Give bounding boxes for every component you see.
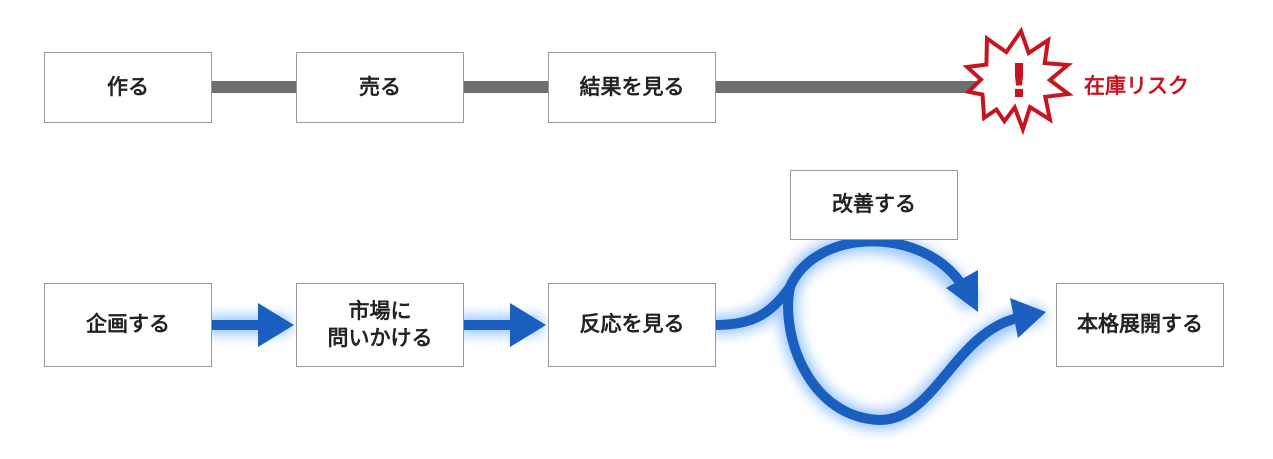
step-make-box: 作る	[44, 52, 212, 123]
step-sell-box: 売る	[296, 52, 464, 123]
arrow-loop-upper	[785, 236, 967, 290]
connector-result-risk	[716, 81, 978, 93]
connector-make-sell	[212, 81, 296, 93]
top-connectors	[212, 81, 978, 93]
step-see-reaction-label: 反応を見る	[579, 312, 685, 337]
step-ask-market-label: 市場に 問いかける	[327, 298, 433, 350]
step-plan-label: 企画する	[86, 312, 170, 337]
warning-exclamation: !	[1009, 54, 1030, 108]
step-see-results-box: 結果を見る	[548, 52, 716, 123]
step-make-label: 作る	[107, 74, 149, 99]
step-improve-box: 改善する	[790, 170, 958, 240]
arrowhead-to-launch	[1010, 298, 1046, 338]
inventory-risk-label: 在庫リスク	[1084, 74, 1189, 98]
arrowhead-market-to-reaction	[510, 303, 546, 347]
bottom-arrows	[212, 236, 1046, 426]
step-sell-label: 売る	[359, 74, 401, 99]
step-improve-label: 改善する	[832, 192, 916, 217]
step-plan-box: 企画する	[44, 283, 212, 367]
warning-burst-icon: !	[962, 26, 1074, 136]
step-see-results-label: 結果を見る	[579, 74, 685, 99]
arrow-loop-lower	[783, 286, 1020, 426]
step-ask-market-box: 市場に 問いかける	[296, 283, 464, 367]
step-full-launch-label: 本格展開する	[1077, 312, 1203, 337]
arrowhead-plan-to-market	[258, 303, 294, 347]
step-full-launch-box: 本格展開する	[1056, 283, 1224, 367]
connector-sell-result	[464, 81, 548, 93]
arrowhead-loop-upper	[946, 270, 978, 312]
step-see-reaction-box: 反応を見る	[548, 283, 716, 367]
